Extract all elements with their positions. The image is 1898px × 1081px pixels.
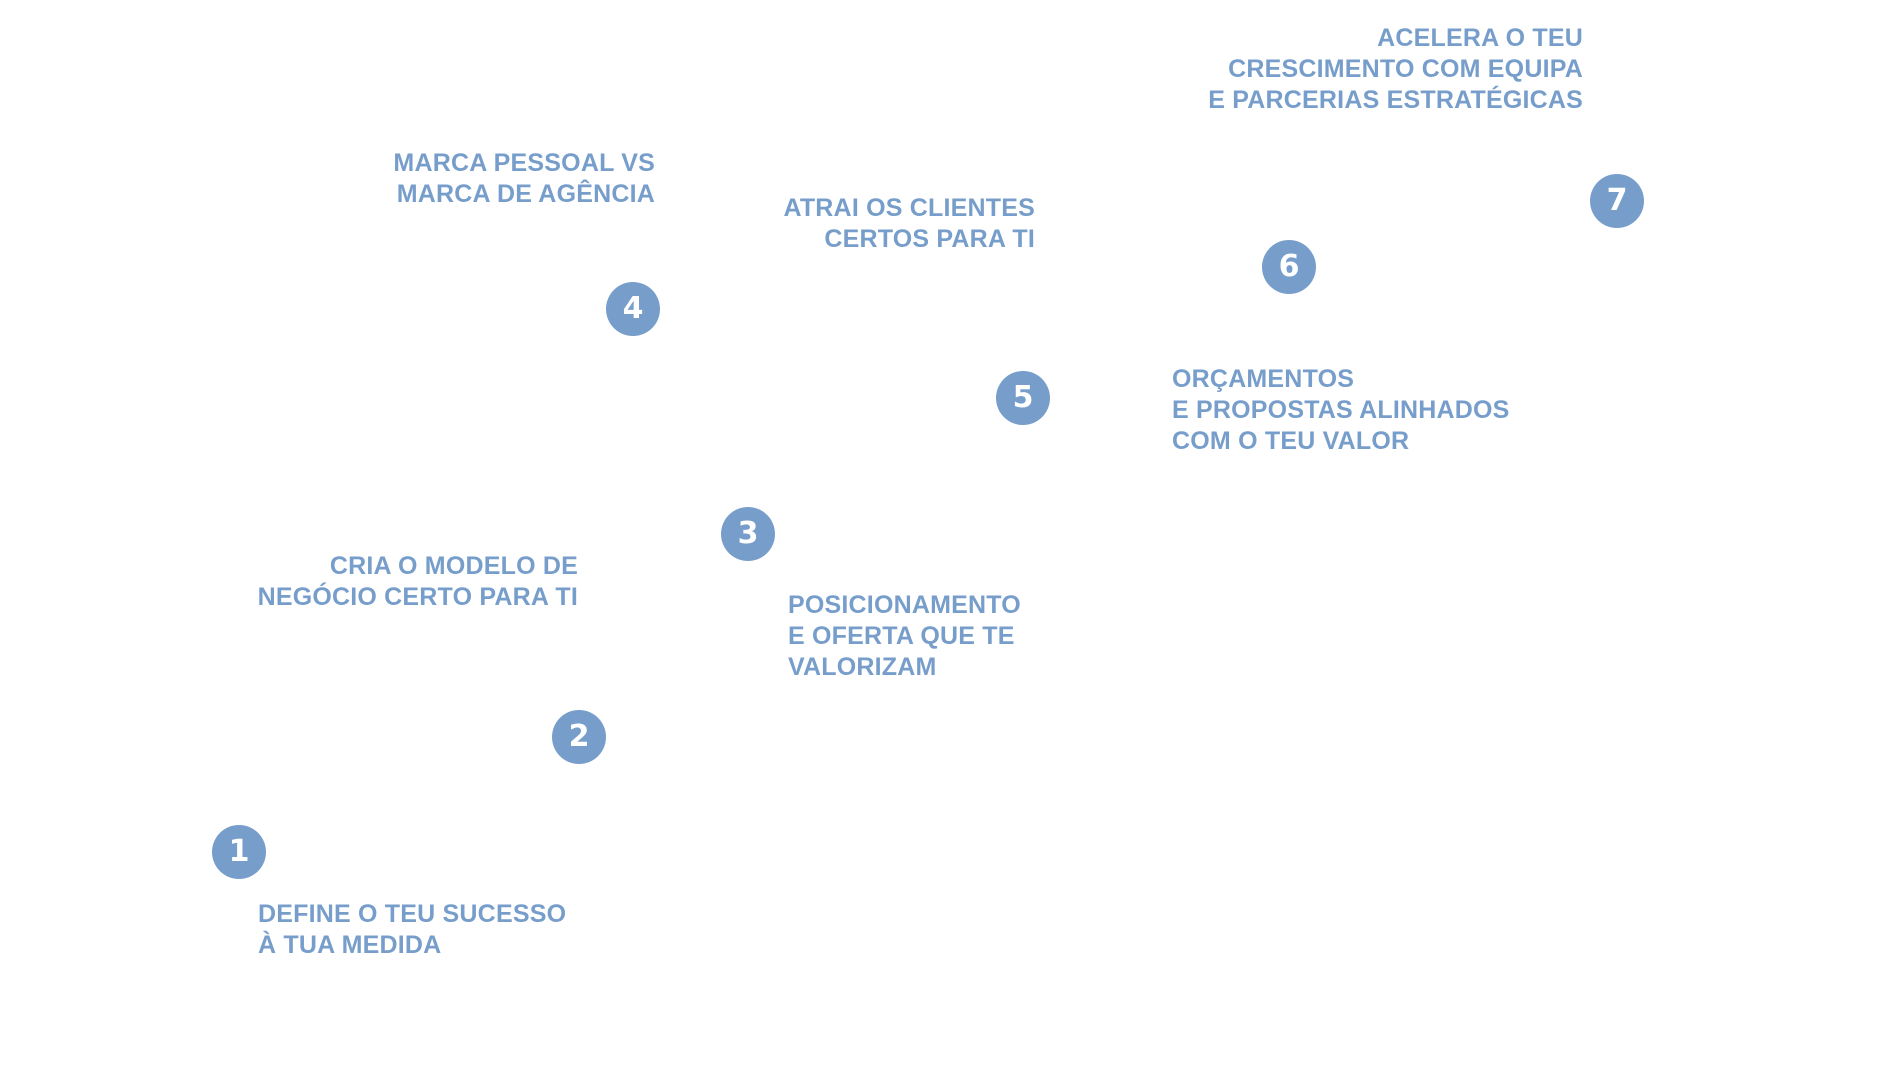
step-label: ORÇAMENTOS E PROPOSTAS ALINHADOS COM O T… [1172, 364, 1510, 457]
step-number-badge: 4 [606, 282, 660, 336]
step-label-line: CERTOS PARA TI [824, 225, 1035, 253]
step-label: ACELERA O TEU CRESCIMENTO COM EQUIPA E P… [1208, 23, 1583, 116]
step-label-line: E PROPOSTAS ALINHADOS [1172, 396, 1510, 424]
step-label-line: NEGÓCIO CERTO PARA TI [257, 583, 578, 611]
step-label-line: ORÇAMENTOS [1172, 365, 1355, 393]
step-label-line: À TUA MEDIDA [258, 931, 442, 959]
step-label-line: VALORIZAM [788, 653, 937, 681]
step-label-line: COM O TEU VALOR [1172, 427, 1410, 455]
step-label: ATRAI OS CLIENTES CERTOS PARA TI [783, 193, 1035, 255]
step-number-badge: 5 [996, 371, 1050, 425]
step-label: MARCA PESSOAL VS MARCA DE AGÊNCIA [393, 148, 655, 210]
step-number-badge: 1 [212, 825, 266, 879]
step-label-line: MARCA PESSOAL VS [393, 149, 655, 177]
step-label-line: ACELERA O TEU [1377, 24, 1583, 52]
step-number-badge: 2 [552, 710, 606, 764]
step-label-line: CRIA O MODELO DE [329, 552, 578, 580]
step-label: DEFINE O TEU SUCESSO À TUA MEDIDA [258, 899, 566, 961]
step-label-line: ATRAI OS CLIENTES [783, 194, 1035, 222]
step-label-line: DEFINE O TEU SUCESSO [258, 900, 567, 928]
step-label: POSICIONAMENTO E OFERTA QUE TE VALORIZAM [788, 590, 1021, 683]
step-label-line: CRESCIMENTO COM EQUIPA [1228, 55, 1583, 83]
step-label-line: E OFERTA QUE TE [788, 622, 1015, 650]
step-label-line: POSICIONAMENTO [788, 591, 1021, 619]
step-label-line: MARCA DE AGÊNCIA [396, 180, 655, 208]
step-label: CRIA O MODELO DE NEGÓCIO CERTO PARA TI [258, 551, 578, 613]
step-number-badge: 7 [1590, 174, 1644, 228]
step-number-badge: 3 [721, 507, 775, 561]
step-label-line: E PARCERIAS ESTRATÉGICAS [1208, 86, 1583, 114]
step-number-badge: 6 [1262, 240, 1316, 294]
